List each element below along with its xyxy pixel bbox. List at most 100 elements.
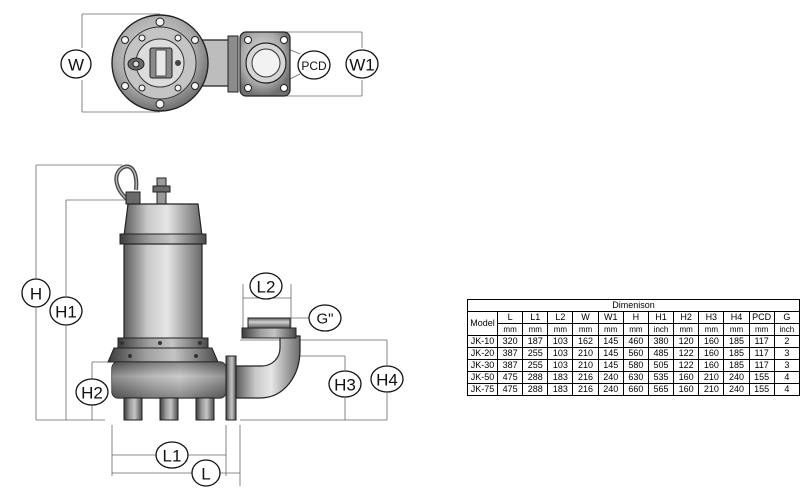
value-cell: 103	[547, 359, 574, 372]
value-cell: 155	[748, 371, 775, 384]
callout-h4: H4	[376, 371, 398, 390]
value-cell: 122	[673, 347, 700, 360]
callout-l1: L1	[163, 447, 182, 466]
callout-w-bubble	[60, 49, 92, 79]
unit-cell: mm	[572, 323, 599, 336]
callout-labels: W PCD W1 H H1 H2 H3 H4 L L1 L2 G"	[30, 56, 398, 484]
callout-l-bubble	[191, 459, 221, 487]
column-header: H3	[698, 311, 725, 324]
value-cell: 103	[547, 335, 574, 348]
model-header: Model	[467, 311, 498, 336]
unit-cell: inch	[647, 323, 675, 336]
callout-l1-bubble	[155, 441, 189, 469]
side-view	[35, 164, 388, 486]
unit-cell: mm	[547, 323, 574, 336]
callout-h-bubble	[21, 278, 51, 308]
unit-cell: mm	[748, 323, 775, 336]
model-cell: JK-50	[467, 371, 498, 384]
value-cell: 117	[748, 335, 775, 348]
callout-l: L	[201, 465, 210, 484]
callout-h2: H2	[81, 384, 103, 403]
value-cell: 535	[647, 371, 675, 384]
value-cell: 185	[723, 347, 750, 360]
callout-h3: H3	[334, 376, 356, 395]
model-cell: JK-20	[467, 347, 498, 360]
model-cell: JK-75	[467, 383, 498, 396]
callout-w1-bubble	[345, 49, 379, 79]
value-cell: 485	[647, 347, 675, 360]
callout-w1: W1	[349, 56, 375, 75]
value-cell: 630	[622, 371, 649, 384]
callout-pcd: PCD	[301, 59, 327, 73]
value-cell: 187	[522, 335, 549, 348]
value-cell: 160	[673, 371, 700, 384]
callout-l2-bubble	[249, 272, 283, 300]
table-caption: Dimenison	[467, 299, 800, 312]
callout-g: G"	[317, 311, 334, 328]
column-header: W	[572, 311, 599, 324]
value-cell: 4	[773, 371, 800, 384]
value-cell: 240	[597, 371, 624, 384]
value-cell: 117	[748, 347, 775, 360]
callout-pcd-bubble	[297, 50, 331, 80]
value-cell: 103	[547, 347, 574, 360]
callout-w: W	[68, 56, 84, 75]
callout-h1-bubble	[49, 296, 83, 326]
unit-cell: mm	[597, 323, 624, 336]
callout-h4-bubble	[370, 365, 404, 393]
column-header: PCD	[748, 311, 775, 324]
value-cell: 216	[572, 371, 599, 384]
value-cell: 185	[723, 359, 750, 372]
value-cell: 580	[622, 359, 649, 372]
value-cell: 185	[723, 335, 750, 348]
value-cell: 117	[748, 359, 775, 372]
value-cell: 505	[647, 359, 675, 372]
callout-h2-bubble	[75, 378, 109, 406]
value-cell: 380	[647, 335, 675, 348]
value-cell: 145	[597, 335, 624, 348]
value-cell: 288	[522, 371, 549, 384]
column-header: L1	[522, 311, 549, 324]
value-cell: 460	[622, 335, 649, 348]
value-cell: 660	[622, 383, 649, 396]
callout-h: H	[30, 285, 42, 304]
value-cell: 240	[597, 383, 624, 396]
unit-cell: mm	[622, 323, 649, 336]
value-cell: 4	[773, 383, 800, 396]
value-cell: 145	[597, 347, 624, 360]
value-cell: 145	[597, 359, 624, 372]
value-cell: 240	[723, 371, 750, 384]
unit-cell: mm	[723, 323, 750, 336]
callout-g-bubble	[308, 304, 342, 332]
column-header: H1	[647, 311, 675, 324]
value-cell: 255	[522, 359, 549, 372]
value-cell: 565	[647, 383, 675, 396]
value-cell: 387	[496, 347, 524, 360]
top-view	[81, 13, 363, 113]
value-cell: 560	[622, 347, 649, 360]
value-cell: 255	[522, 347, 549, 360]
model-cell: JK-10	[467, 335, 498, 348]
value-cell: 2	[773, 335, 800, 348]
value-cell: 160	[698, 347, 725, 360]
value-cell: 387	[496, 359, 524, 372]
unit-cell: mm	[522, 323, 549, 336]
value-cell: 183	[547, 371, 574, 384]
column-header: H2	[673, 311, 700, 324]
value-cell: 210	[698, 383, 725, 396]
value-cell: 155	[748, 383, 775, 396]
value-cell: 210	[572, 359, 599, 372]
value-cell: 210	[698, 371, 725, 384]
value-cell: 3	[773, 347, 800, 360]
value-cell: 320	[496, 335, 524, 348]
